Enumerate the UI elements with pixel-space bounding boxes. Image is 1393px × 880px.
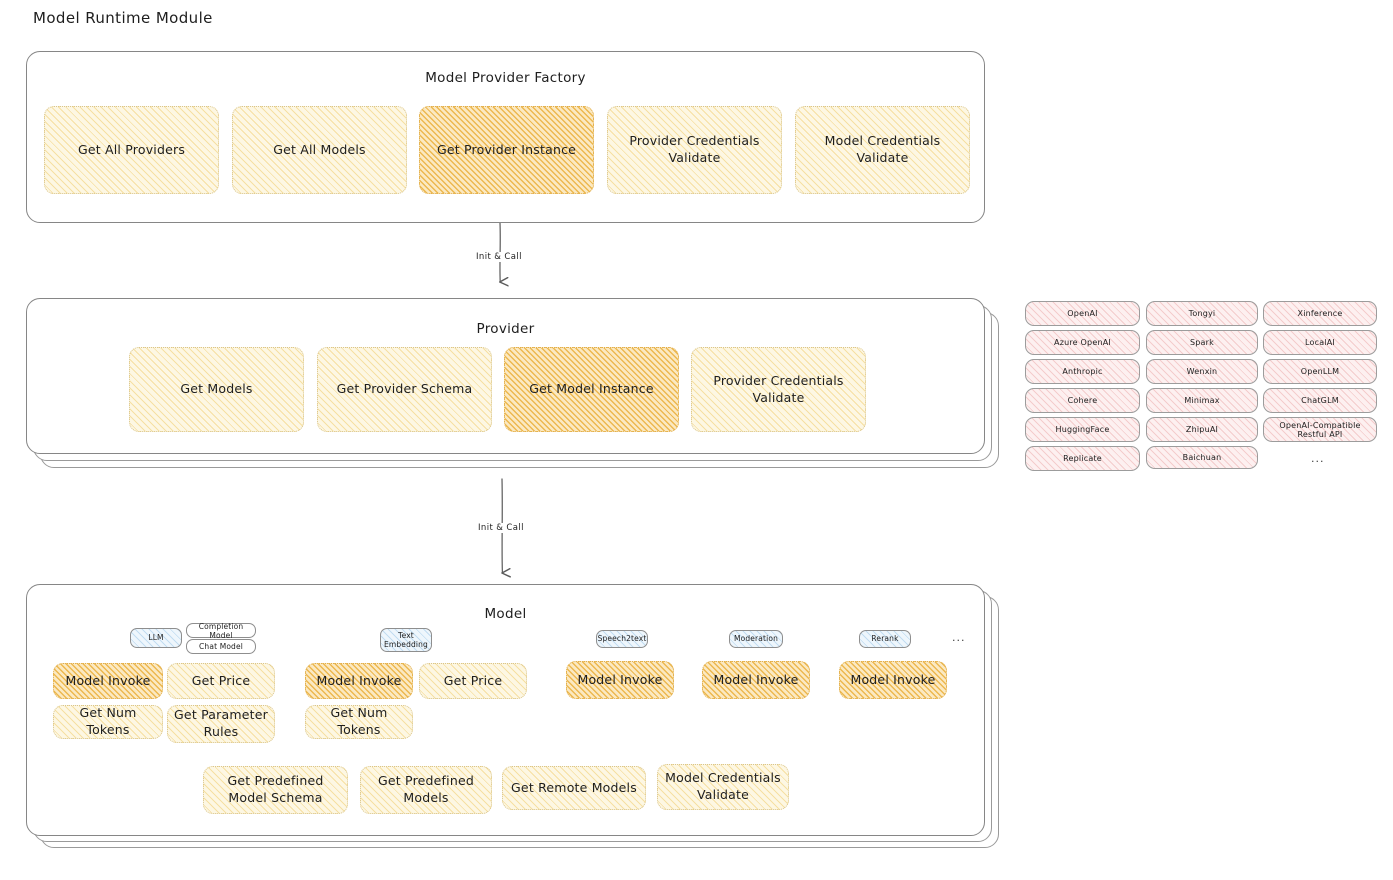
arrow-label-init-call-2: Init & Call xyxy=(475,523,527,533)
arrow-label-init-call-1: Init & Call xyxy=(473,252,525,262)
factory-box-get-provider-instance[interactable]: Get Provider Instance xyxy=(419,106,594,194)
model-type-chip-text-embedding[interactable]: Text Embedding xyxy=(380,628,432,652)
provider-chip-openai[interactable]: OpenAI xyxy=(1025,301,1140,326)
llm-method-model-invoke[interactable]: Model Invoke xyxy=(53,663,163,699)
model-shared-model-credentials-validate[interactable]: Model Credentials Validate xyxy=(657,764,789,810)
factory-box-provider-credentials-validate[interactable]: Provider Credentials Validate xyxy=(607,106,782,194)
provider-chip-baichuan[interactable]: Baichuan xyxy=(1146,446,1258,469)
text-embedding-method-model-invoke[interactable]: Model Invoke xyxy=(305,663,413,699)
llm-method-get-parameter-rules[interactable]: Get Parameter Rules xyxy=(167,705,275,743)
provider-chip-anthropic[interactable]: Anthropic xyxy=(1025,359,1140,384)
rerank-method-model-invoke[interactable]: Model Invoke xyxy=(839,661,947,699)
provider-chip-openai-compatible-restful-api[interactable]: OpenAI-Compatible Restful API xyxy=(1263,417,1377,442)
page-title: Model Runtime Module xyxy=(33,9,213,27)
provider-box-get-provider-schema[interactable]: Get Provider Schema xyxy=(317,347,492,432)
speech2text-method-model-invoke[interactable]: Model Invoke xyxy=(566,661,674,699)
provider-title: Provider xyxy=(476,321,535,337)
provider-box-provider-credentials-validate[interactable]: Provider Credentials Validate xyxy=(691,347,866,432)
provider-chip-wenxin[interactable]: Wenxin xyxy=(1146,359,1258,384)
llm-method-get-price[interactable]: Get Price xyxy=(167,663,275,699)
provider-chip-minimax[interactable]: Minimax xyxy=(1146,388,1258,413)
provider-chip-azure-openai[interactable]: Azure OpenAI xyxy=(1025,330,1140,355)
model-types-ellipsis: ... xyxy=(952,631,966,644)
model-provider-factory-title: Model Provider Factory xyxy=(425,70,586,86)
provider-box-get-model-instance[interactable]: Get Model Instance xyxy=(504,347,679,432)
provider-chip-zhipuai[interactable]: ZhipuAI xyxy=(1146,417,1258,442)
model-type-chip-speech2text[interactable]: Speech2text xyxy=(596,630,648,648)
provider-chip-replicate[interactable]: Replicate xyxy=(1025,446,1140,471)
provider-chip-xinference[interactable]: Xinference xyxy=(1263,301,1377,326)
provider-chip-openllm[interactable]: OpenLLM xyxy=(1263,359,1377,384)
model-type-chip-llm[interactable]: LLM xyxy=(130,628,182,648)
model-type-chip-moderation[interactable]: Moderation xyxy=(729,630,783,648)
provider-chip-localai[interactable]: LocalAI xyxy=(1263,330,1377,355)
provider-chip-huggingface[interactable]: HuggingFace xyxy=(1025,417,1140,442)
model-type-chip-rerank[interactable]: Rerank xyxy=(859,630,911,648)
model-subchip-chat-model[interactable]: Chat Model xyxy=(186,639,256,654)
provider-chip-spark[interactable]: Spark xyxy=(1146,330,1258,355)
moderation-method-model-invoke[interactable]: Model Invoke xyxy=(702,661,810,699)
text-embedding-method-get-price[interactable]: Get Price xyxy=(419,663,527,699)
factory-box-get-all-providers[interactable]: Get All Providers xyxy=(44,106,219,194)
provider-list-ellipsis: ... xyxy=(1311,452,1325,465)
provider-chip-tongyi[interactable]: Tongyi xyxy=(1146,301,1258,326)
factory-box-get-all-models[interactable]: Get All Models xyxy=(232,106,407,194)
provider-chip-cohere[interactable]: Cohere xyxy=(1025,388,1140,413)
model-shared-get-predefined-model-schema[interactable]: Get Predefined Model Schema xyxy=(203,766,348,814)
text-embedding-method-get-num-tokens[interactable]: Get Num Tokens xyxy=(305,705,413,739)
model-subchip-completion-model[interactable]: Completion Model xyxy=(186,622,256,640)
model-shared-get-remote-models[interactable]: Get Remote Models xyxy=(502,766,646,810)
llm-method-get-num-tokens[interactable]: Get Num Tokens xyxy=(53,705,163,739)
factory-box-model-credentials-validate[interactable]: Model Credentials Validate xyxy=(795,106,970,194)
provider-chip-chatglm[interactable]: ChatGLM xyxy=(1263,388,1377,413)
model-shared-get-predefined-models[interactable]: Get Predefined Models xyxy=(360,766,492,814)
model-title: Model xyxy=(484,606,527,622)
provider-box-get-models[interactable]: Get Models xyxy=(129,347,304,432)
